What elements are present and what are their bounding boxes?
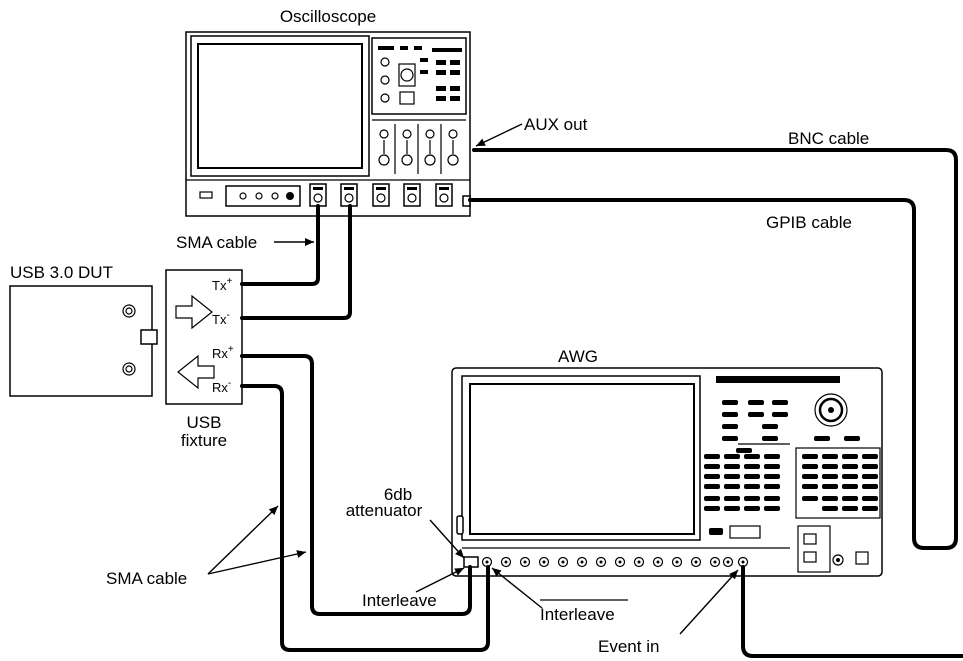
gpib-cable-label: GPIB cable: [766, 213, 852, 232]
tx-arrow-icon: [175, 294, 213, 330]
awg-keypad: [704, 400, 878, 511]
rx-arrow-icon: [177, 354, 215, 390]
oscilloscope-label: Oscilloscope: [280, 7, 376, 26]
event-in-label: Event in: [598, 637, 659, 656]
fixture-label-line2: fixture: [181, 431, 227, 450]
awg-screen: [469, 383, 695, 535]
oscilloscope-screen: [197, 43, 363, 169]
rx-plus-label: Rx+: [212, 344, 234, 361]
interleave-label: Interleave: [362, 591, 437, 610]
power-button: [199, 191, 213, 199]
oscilloscope-channel-controls: [378, 124, 459, 174]
dut-body: [9, 285, 153, 397]
sma-cable-top-label: SMA cable: [176, 233, 257, 252]
awg: AWG: [451, 347, 883, 577]
usb-dut: USB 3.0 DUT: [9, 263, 158, 397]
awg-floppy-slot: [456, 515, 464, 535]
oscilloscope: Oscilloscope: [185, 7, 471, 217]
cable-rx-minus: [240, 384, 490, 652]
fixture-label-line1: USB: [187, 413, 222, 432]
bnc-cable-label: BNC cable: [788, 129, 869, 148]
callouts: AUX out BNC cable GPIB cable SMA cable S…: [106, 115, 869, 656]
tx-minus-label: Tx-: [212, 310, 230, 327]
cable-tx-minus: [240, 204, 352, 320]
awg-top-bar: [716, 376, 840, 383]
cable-tx-plus: [240, 204, 320, 286]
cable-event-in: [741, 565, 963, 658]
dut-connector: [140, 329, 158, 345]
cables: [240, 148, 963, 658]
awg-knob: [814, 393, 848, 427]
cable-rx-plus: [240, 354, 472, 616]
dut-label: USB 3.0 DUT: [10, 263, 113, 282]
interleave-bar-label: Interleave: [540, 605, 615, 624]
attenuator-label-line1: 6db: [384, 485, 412, 504]
front-usb-panel: [225, 185, 301, 207]
cable-bnc: [468, 148, 958, 550]
rx-minus-label: Rx-: [212, 378, 231, 395]
fixture-body: [165, 269, 243, 405]
attenuator-label-line2: attenuator: [346, 501, 423, 520]
awg-label: AWG: [558, 347, 598, 366]
usb-fixture: Tx+ Tx- Rx+ Rx- USB fixture: [165, 269, 243, 450]
oscilloscope-channel-inputs: [309, 183, 453, 207]
aux-out-label: AUX out: [524, 115, 588, 134]
tx-plus-label: Tx+: [212, 276, 232, 293]
sma-cable-bottom-label: SMA cable: [106, 569, 187, 588]
